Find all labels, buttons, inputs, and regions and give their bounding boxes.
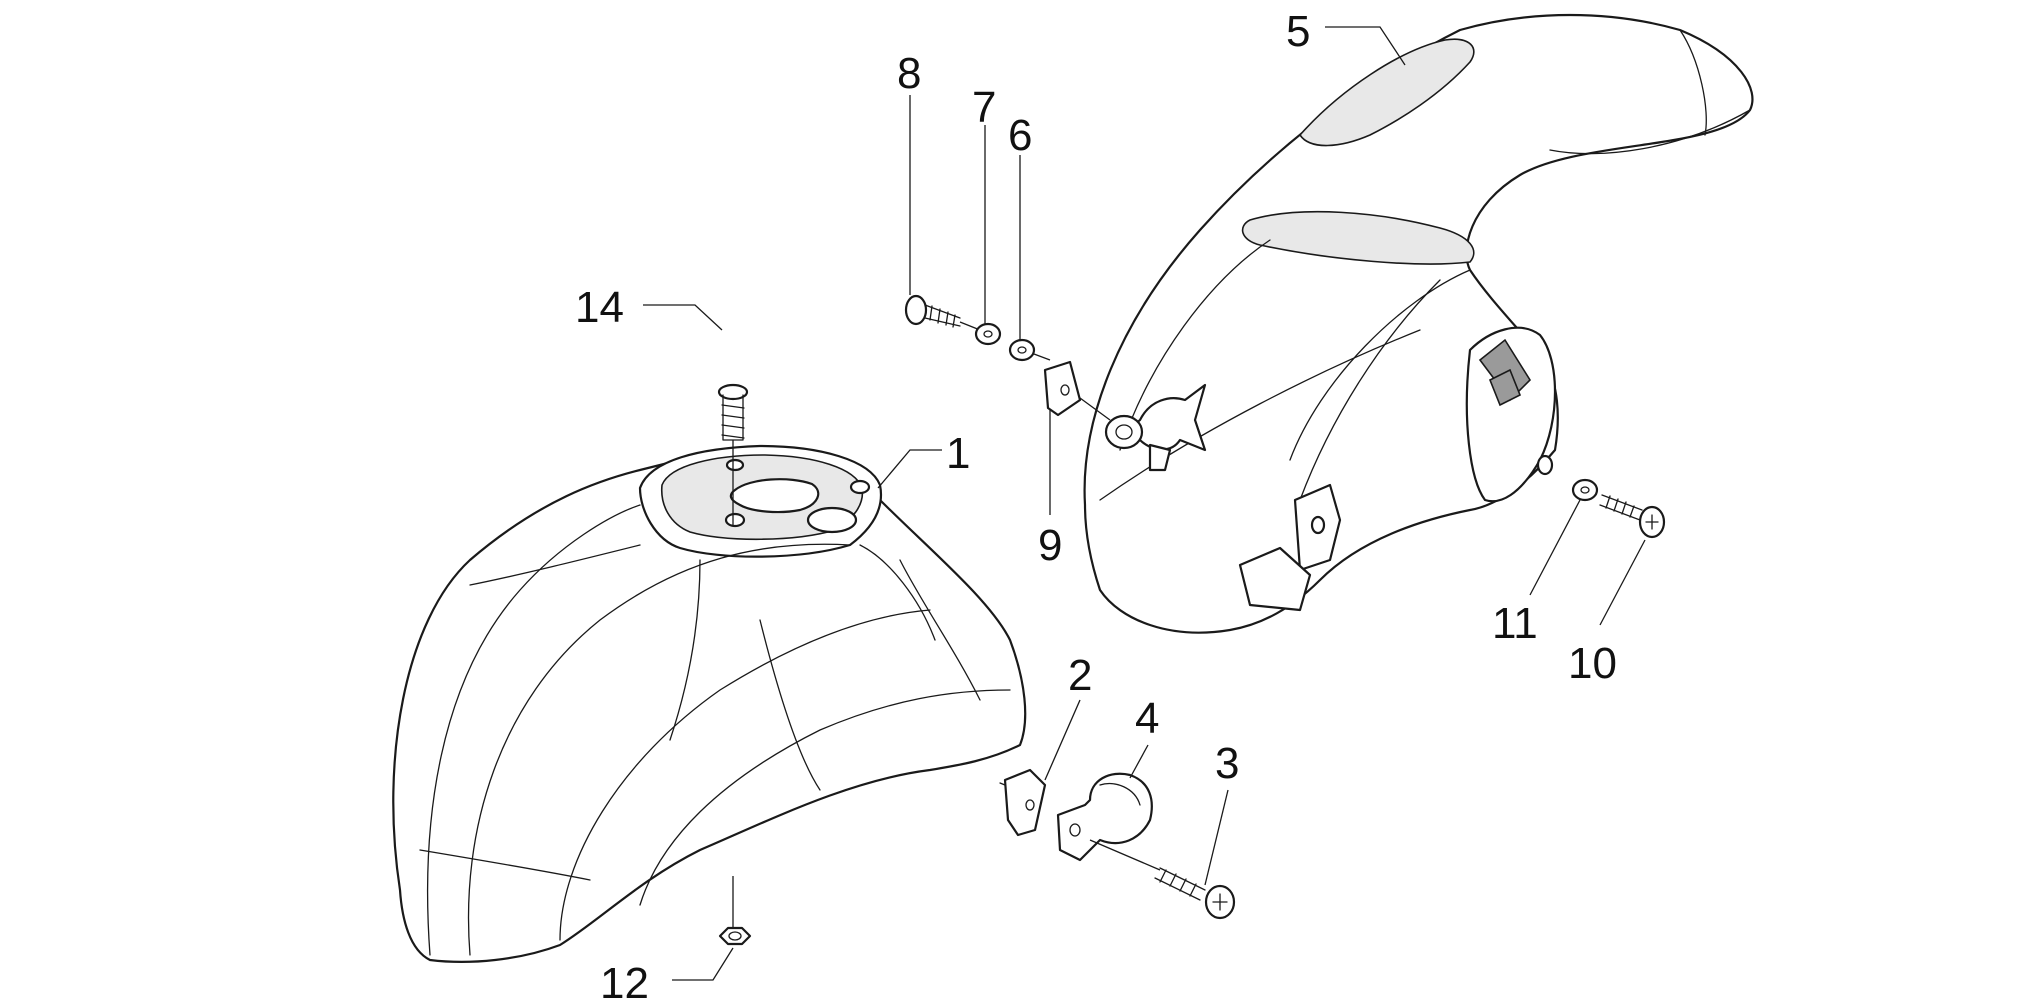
callout-labels: 1 2 3 4 5 6 7 8 9 10 11 12 14: [575, 7, 1617, 998]
rear-mudguard-part: [1083, 13, 1754, 634]
callout-3: 3: [1215, 739, 1239, 788]
callout-10: 10: [1568, 639, 1617, 688]
callout-leaders: [643, 26, 1646, 981]
callout-8: 8: [897, 49, 921, 98]
screw-part-8: [904, 294, 986, 333]
nut-part-12: [718, 876, 752, 946]
clamp-part-4: [1056, 772, 1161, 871]
callout-7: 7: [972, 83, 996, 132]
callout-4: 4: [1135, 694, 1159, 743]
clip-part-2: [999, 768, 1047, 837]
front-mudguard-part: [392, 444, 1027, 963]
callout-1: 1: [946, 429, 970, 478]
callout-2: 2: [1068, 651, 1092, 700]
clip-part-9: [1043, 360, 1111, 421]
washer-part-7: [974, 322, 1002, 346]
screw-part-10: [1599, 494, 1666, 539]
washer-part-6: [1008, 338, 1051, 362]
callout-12: 12: [600, 959, 649, 998]
callout-11: 11: [1492, 599, 1538, 648]
washer-part-11: [1571, 478, 1599, 502]
screw-part-14: [717, 383, 749, 525]
callout-9: 9: [1038, 521, 1062, 570]
callout-6: 6: [1008, 111, 1032, 160]
callout-5: 5: [1286, 7, 1310, 56]
callout-14: 14: [575, 283, 624, 332]
screw-part-3: [1154, 867, 1236, 920]
